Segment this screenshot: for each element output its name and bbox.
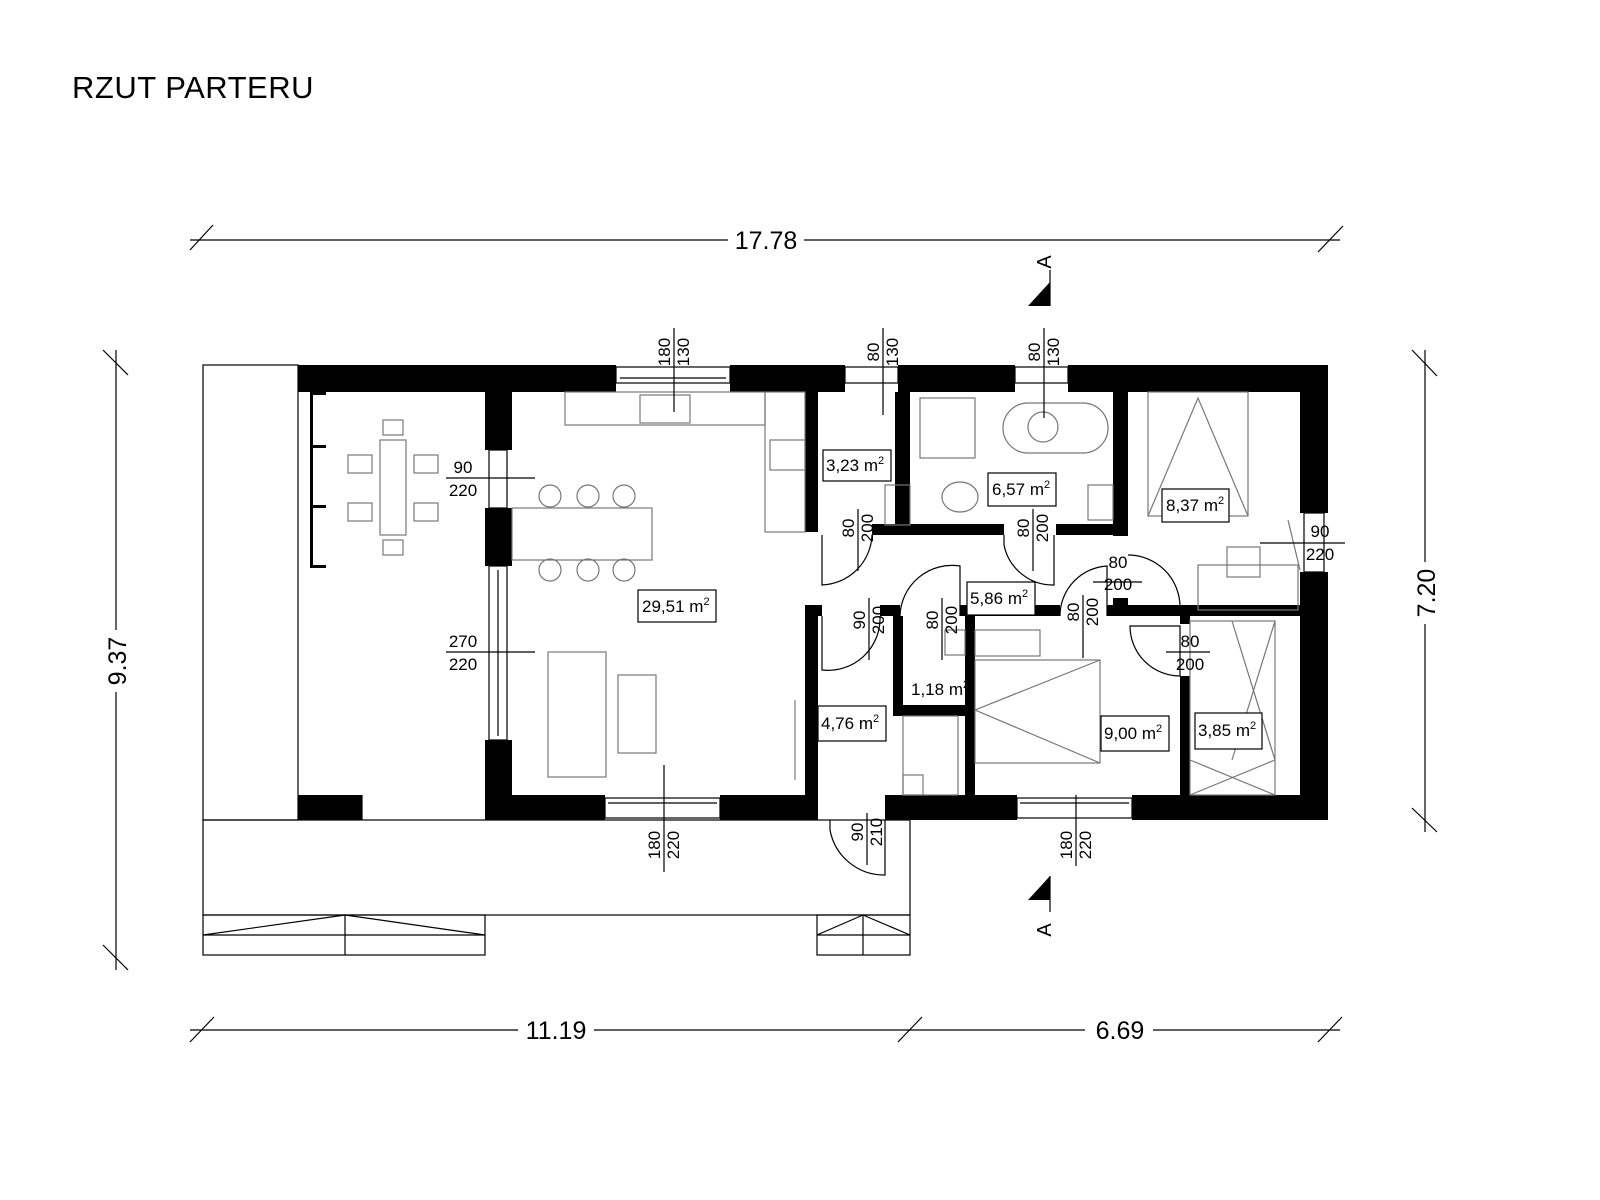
svg-text:220: 220 (1076, 831, 1095, 859)
dim-left-total: 9.37 (104, 637, 132, 686)
door-label-wardrobe: 80 200 (1166, 632, 1210, 674)
window-label-living-bottom: 180 220 (645, 765, 683, 872)
area-living: 29,51 m2 (637, 589, 717, 623)
svg-text:180: 180 (1057, 831, 1076, 859)
window-label-store: 80 130 (864, 328, 902, 415)
svg-text:80: 80 (1109, 553, 1128, 572)
svg-text:200: 200 (1104, 575, 1132, 594)
window-label-kitchen: 180 130 (655, 328, 693, 412)
section-mark-bottom: A (1028, 876, 1056, 937)
svg-text:90: 90 (848, 823, 867, 842)
dimension-right: 7.20 (1411, 349, 1441, 833)
dim-right-total: 7.20 (1413, 569, 1441, 618)
dimension-top: 17.78 (189, 224, 1344, 255)
svg-text:A: A (1034, 923, 1056, 937)
area-wardrobe: 3,85 m2 (1194, 712, 1263, 750)
svg-text:1,18 m2: 1,18 m2 (911, 679, 969, 699)
svg-text:220: 220 (449, 655, 477, 674)
svg-text:80: 80 (864, 343, 883, 362)
svg-text:80: 80 (1064, 603, 1083, 622)
svg-text:130: 130 (674, 338, 693, 366)
svg-text:200: 200 (869, 606, 888, 634)
terrace (202, 364, 911, 956)
window-labels: 180 130 80 130 80 130 90 220 270 220 180… (446, 328, 1345, 872)
svg-text:130: 130 (883, 338, 902, 366)
area-entry: 4,76 m2 (817, 705, 887, 742)
svg-text:210: 210 (867, 818, 886, 846)
svg-text:5,86 m2: 5,86 m2 (970, 588, 1028, 608)
svg-text:270: 270 (449, 632, 477, 651)
svg-text:3,85 m2: 3,85 m2 (1198, 720, 1256, 740)
doors (794, 534, 1181, 876)
svg-text:220: 220 (664, 831, 683, 859)
svg-text:4,76 m2: 4,76 m2 (821, 713, 879, 733)
svg-text:80: 80 (923, 611, 942, 630)
svg-text:8,37 m2: 8,37 m2 (1166, 495, 1224, 515)
window-label-bath: 80 130 (1025, 328, 1063, 418)
dim-bottom-right: 6.69 (1096, 1017, 1145, 1045)
door-label-wc: 80 200 (923, 598, 961, 660)
area-wc: 1,18 m2 (911, 679, 969, 699)
svg-text:200: 200 (942, 606, 961, 634)
svg-text:29,51 m2: 29,51 m2 (642, 596, 710, 616)
door-label-bedroom-small: 80 200 (1093, 553, 1142, 594)
svg-text:200: 200 (1083, 598, 1102, 626)
svg-text:80: 80 (1181, 632, 1200, 651)
svg-text:220: 220 (1306, 545, 1334, 564)
svg-text:180: 180 (645, 831, 664, 859)
svg-text:200: 200 (1033, 514, 1052, 542)
window-label-living-left-small: 90 220 (446, 458, 535, 500)
svg-text:200: 200 (1176, 655, 1204, 674)
walls (298, 365, 1328, 820)
svg-text:6,57 m2: 6,57 m2 (992, 479, 1050, 499)
furniture (347, 391, 1299, 796)
svg-text:220: 220 (449, 481, 477, 500)
window-label-bedroom-small-right: 90 220 (1260, 522, 1345, 564)
svg-text:80: 80 (1014, 519, 1033, 538)
svg-text:80: 80 (1025, 343, 1044, 362)
dimension-left: 9.37 (102, 349, 132, 971)
door-label-entry: 90 200 (850, 598, 888, 660)
area-hall: 5,86 m2 (966, 581, 1036, 616)
svg-text:80: 80 (839, 519, 858, 538)
door-label-store: 80 200 (839, 509, 877, 571)
door-labels: 80 200 80 200 80 200 90 200 80 200 80 20… (839, 509, 1210, 865)
door-label-front: 90 210 (848, 813, 886, 865)
svg-text:180: 180 (655, 338, 674, 366)
area-bedroom-small: 8,37 m2 (1161, 488, 1230, 523)
drawing-title: RZUT PARTERU (72, 70, 314, 105)
svg-text:200: 200 (858, 514, 877, 542)
dimension-bottom: 11.19 6.69 (189, 1016, 1343, 1045)
door-label-bedroom: 80 200 (1064, 595, 1102, 658)
window-label-living-left-large: 270 220 (446, 632, 535, 674)
svg-text:3,23 m2: 3,23 m2 (826, 455, 884, 475)
svg-text:130: 130 (1044, 338, 1063, 366)
window-label-bedroom-bottom: 180 220 (1057, 795, 1095, 866)
door-label-bath: 80 200 (1014, 509, 1052, 571)
windows (488, 366, 1325, 819)
svg-text:90: 90 (1311, 522, 1330, 541)
area-kitchen-store: 3,23 m2 (822, 449, 892, 482)
svg-text:9,00 m2: 9,00 m2 (1104, 723, 1162, 743)
dim-top-total: 17.78 (735, 227, 798, 255)
dim-bottom-left: 11.19 (526, 1017, 587, 1045)
svg-text:A: A (1034, 255, 1056, 269)
area-bedroom: 9,00 m2 (1100, 715, 1170, 752)
room-areas: 29,51 m2 3,23 m2 6,57 m2 8,37 m2 5,86 m2… (637, 449, 1263, 752)
svg-text:90: 90 (850, 611, 869, 630)
section-mark-top: A (1028, 255, 1056, 306)
svg-text:90: 90 (454, 458, 473, 477)
area-bathroom: 6,57 m2 (987, 472, 1057, 507)
